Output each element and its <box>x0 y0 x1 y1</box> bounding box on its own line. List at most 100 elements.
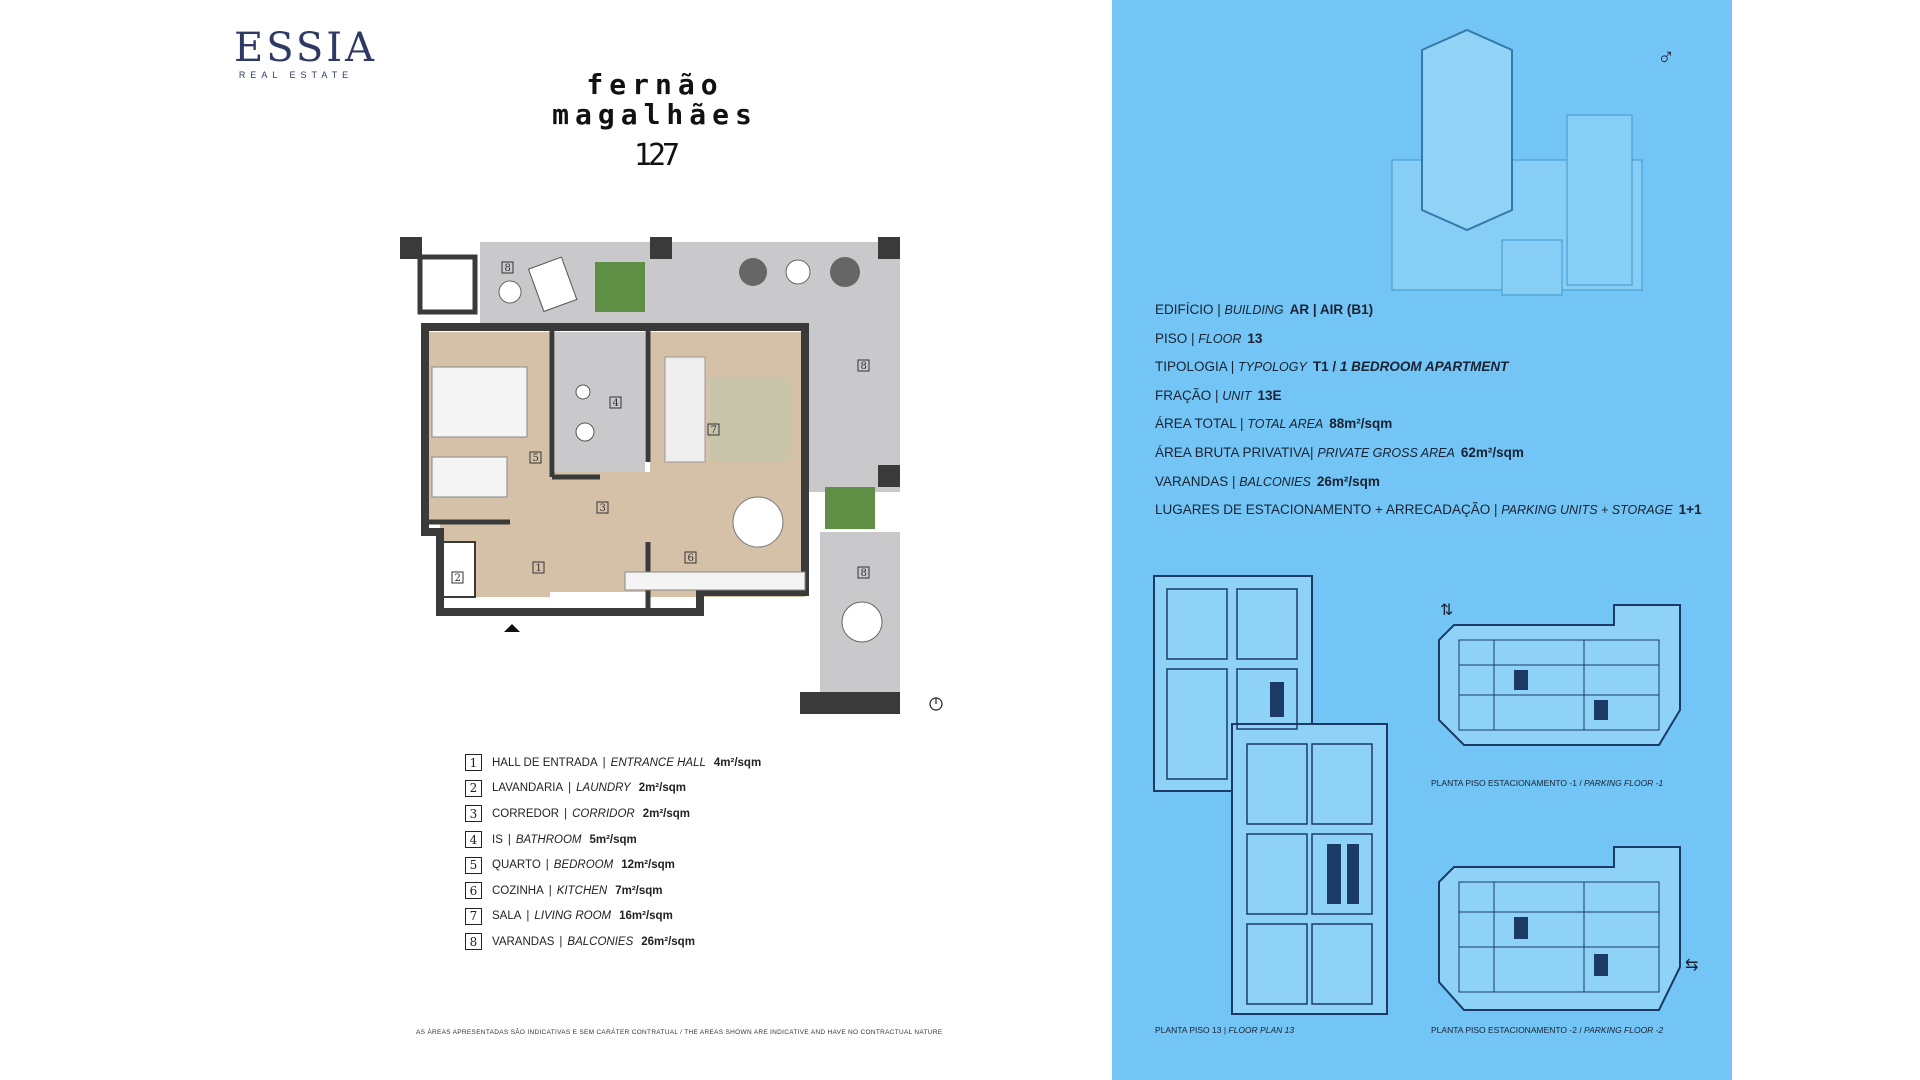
legend-item: 1 HALL DE ENTRADA| ENTRANCE HALL 4m²/sqm <box>465 750 925 776</box>
living-rug <box>710 377 790 462</box>
parking-core <box>1514 917 1528 939</box>
parking-inner <box>1458 881 1660 993</box>
project-number: 127 <box>633 138 680 173</box>
disclaimer-text: AS ÁREAS APRESENTADAS SÃO INDICATIVAS E … <box>416 1029 943 1036</box>
vertical-arrows-icon: ⇅ <box>1440 602 1454 619</box>
legend-name-pt: HALL DE ENTRADA <box>492 756 598 769</box>
caption-en: PARKING FLOOR -2 <box>1584 1025 1664 1035</box>
legend-area: 7m²/sqm <box>615 884 663 897</box>
room-marker-label: 5 <box>533 453 539 464</box>
plan-core <box>1236 668 1298 730</box>
spec-label-pt: LUGARES DE ESTACIONAMENTO + ARRECADAÇÃO <box>1155 502 1491 518</box>
legend-name-pt: CORREDOR <box>492 807 560 820</box>
room-marker <box>857 359 870 372</box>
project-title-line1: FERNÃO <box>586 68 724 101</box>
plant-pot <box>830 257 860 287</box>
project-title: FERNÃO MAGALHÃES 127 <box>522 68 788 174</box>
legend-area: 4m²/sqm <box>713 756 762 769</box>
legend-number: 6 <box>465 882 482 900</box>
planter <box>595 262 645 312</box>
planter <box>825 487 875 529</box>
spec-label-en: TYPOLOGY <box>1238 360 1307 375</box>
laundry-floor <box>439 541 476 598</box>
bathroom-floor <box>555 332 645 472</box>
storage-box <box>417 254 478 315</box>
caption-pt: PLANTA PISO ESTACIONAMENTO -2 <box>1431 1025 1577 1035</box>
sofa <box>664 356 706 463</box>
spec-label-pt: PISO <box>1155 330 1188 346</box>
legend-name-pt: COZINHA <box>492 884 544 897</box>
plant-pot <box>785 259 811 285</box>
room-marker <box>529 451 542 464</box>
legend-name-en: CORRIDOR <box>572 807 635 820</box>
legend-item: 8 VARANDAS| BALCONIES 26m²/sqm <box>465 929 925 955</box>
brand-name: ESSIA <box>234 25 377 71</box>
parking-floor-minus-1-plan <box>1438 604 1681 746</box>
spec-label-pt: ÁREA BRUTA PRIVATIVA <box>1155 444 1311 460</box>
spec-label-en: FLOOR <box>1198 331 1242 346</box>
legend-number: 3 <box>465 805 482 823</box>
legend-area: 2m²/sqm <box>642 807 691 820</box>
building-render <box>1391 28 1643 296</box>
washbasin <box>575 422 595 442</box>
plan-stair <box>1327 844 1341 904</box>
legend-item: 7 SALA| LIVING ROOM 16m²/sqm <box>465 904 925 930</box>
legend-name-en: KITCHEN <box>556 884 608 897</box>
spec-value: 26m²/sqm <box>1316 473 1380 489</box>
parking-1-caption: PLANTA PISO ESTACIONAMENTO -1 / PARKING … <box>1431 778 1664 788</box>
legend-name-pt: QUARTO <box>492 859 541 872</box>
low-block <box>1501 239 1563 296</box>
legend-name-en: BATHROOM <box>515 833 582 846</box>
spec-gross-area: ÁREA BRUTA PRIVATIVA| PRIVATE GROSS AREA… <box>1155 444 1524 460</box>
plan-wing-south <box>1231 723 1388 1015</box>
legend-item: 4 IS| BATHROOM 5m²/sqm <box>465 827 925 853</box>
pillar <box>878 237 900 259</box>
north-compass-icon <box>929 697 943 711</box>
spec-label-en: PARKING UNITS + STORAGE <box>1501 503 1673 518</box>
room-marker <box>501 261 514 274</box>
wardrobe <box>431 456 508 498</box>
room-marker <box>684 551 697 564</box>
spec-label-en: PRIVATE GROSS AREA <box>1317 445 1455 460</box>
spec-value-en: 1 BEDROOM APARTMENT <box>1339 359 1509 375</box>
room-markers: 8 8 8 5 4 7 3 1 6 2 <box>451 261 870 584</box>
plan-unit <box>1236 588 1298 660</box>
spec-label-en: BUILDING <box>1224 303 1284 317</box>
tower-air-highlight <box>1421 28 1513 232</box>
spec-label-pt: TIPOLOGIA <box>1155 359 1228 375</box>
balcony-table-round <box>841 601 883 643</box>
spec-value: AR | AIR (B1) <box>1289 302 1374 317</box>
spec-label-pt: EDIFÍCIO <box>1155 302 1214 317</box>
legend-item: 3 CORREDOR| CORRIDOR 2m²/sqm <box>465 801 925 827</box>
spec-label-en: UNIT <box>1222 388 1252 403</box>
pillar <box>650 237 672 259</box>
exterior-wall <box>421 323 809 616</box>
male-symbol-icon: ♂ <box>1657 44 1675 71</box>
plan-unit <box>1311 743 1373 825</box>
legend-item: 6 COZINHA| KITCHEN 7m²/sqm <box>465 878 925 904</box>
legend-number: 4 <box>465 831 482 849</box>
room-marker-label: 6 <box>688 553 694 564</box>
dining-table <box>732 496 784 548</box>
spec-label-pt: VARANDAS <box>1155 473 1229 489</box>
room-marker <box>707 423 720 436</box>
room-legend: 1 HALL DE ENTRADA| ENTRANCE HALL 4m²/sqm… <box>465 750 925 955</box>
plan-unit <box>1246 923 1308 1005</box>
plan-stair <box>1270 682 1284 717</box>
legend-area: 2m²/sqm <box>638 782 686 795</box>
spec-label-en: TOTAL AREA <box>1247 417 1324 432</box>
legend-name-en: LIVING ROOM <box>534 910 612 923</box>
room-marker-label: 8 <box>861 361 867 372</box>
pillar <box>400 237 422 259</box>
caption-en: PARKING FLOOR -1 <box>1584 778 1664 788</box>
spec-value: 13 <box>1247 330 1263 346</box>
legend-area: 16m²/sqm <box>619 910 673 923</box>
plan-stair <box>1347 844 1359 904</box>
spec-value: 13E <box>1257 387 1282 403</box>
room-marker-label: 4 <box>613 398 619 409</box>
plan-unit <box>1166 588 1228 660</box>
spec-parking: LUGARES DE ESTACIONAMENTO + ARRECADAÇÃO … <box>1155 502 1702 518</box>
